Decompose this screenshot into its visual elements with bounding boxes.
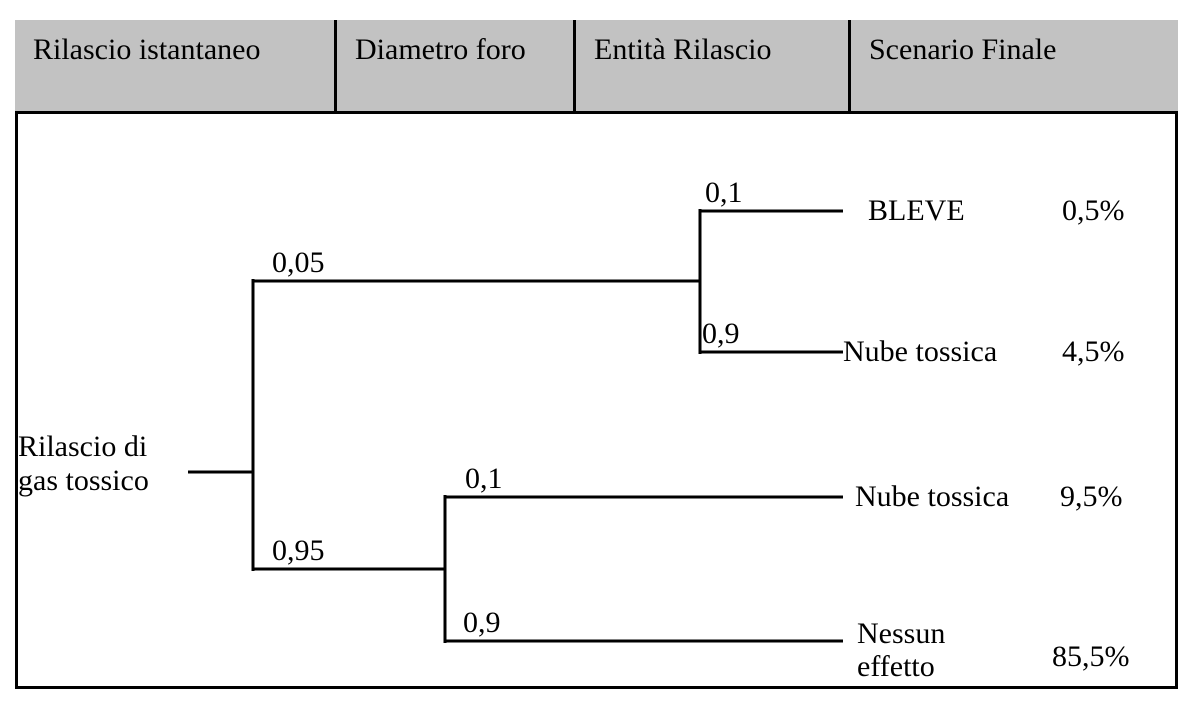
probability-label-bottom-lower: 0,9	[463, 606, 501, 639]
outcome-label-nessun-effetto-line2: effetto	[857, 650, 935, 683]
probability-label-bottom-upper: 0,1	[465, 462, 503, 495]
probability-label-bottom-branch: 0,95	[272, 534, 325, 567]
table-header-row: Rilascio istantaneo Diametro foro Entità…	[15, 20, 1178, 114]
header-cell-rilascio-istantaneo: Rilascio istantaneo	[15, 20, 337, 111]
header-cell-diametro-foro: Diametro foro	[337, 20, 576, 111]
outcome-percent-bleve: 0,5%	[1062, 194, 1125, 227]
header-label: Diametro foro	[355, 33, 526, 66]
outcome-percent-nessun-effetto: 85,5%	[1052, 640, 1130, 673]
root-node-label-line1: Rilascio di	[18, 430, 148, 463]
outcome-percent-nube-tossica-1: 4,5%	[1062, 335, 1125, 368]
outcome-percent-nube-tossica-2: 9,5%	[1060, 480, 1123, 513]
header-label: Entità Rilascio	[594, 33, 772, 66]
outcome-label-bleve: BLEVE	[868, 194, 965, 227]
probability-label-top-upper: 0,1	[705, 176, 743, 209]
probability-label-top-lower: 0,9	[702, 317, 740, 350]
probability-label-top-branch: 0,05	[272, 246, 325, 279]
outcome-label-nube-tossica-2: Nube tossica	[855, 480, 1010, 513]
header-label: Scenario Finale	[869, 33, 1057, 66]
outcome-label-nessun-effetto: Nessun effetto	[857, 617, 945, 683]
header-cell-scenario-finale: Scenario Finale	[851, 20, 1178, 111]
outcome-label-nessun-effetto-line1: Nessun	[857, 617, 946, 650]
root-node-label: Rilascio di gas tossico	[18, 430, 149, 497]
root-node-label-line2: gas tossico	[18, 463, 149, 497]
table-frame	[15, 20, 1178, 689]
header-label: Rilascio istantaneo	[33, 33, 261, 66]
outcome-label-nube-tossica-1: Nube tossica	[843, 335, 998, 368]
header-cell-entita-rilascio: Entità Rilascio	[576, 20, 851, 111]
